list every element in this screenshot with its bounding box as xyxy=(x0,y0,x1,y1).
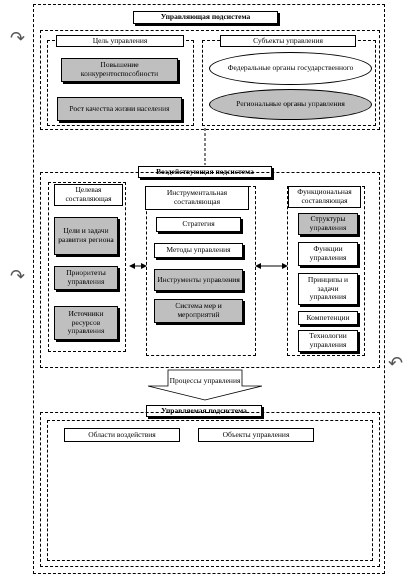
instrumental-item: Стратегия xyxy=(156,217,241,232)
target-title: Целевая составляющая xyxy=(54,184,123,206)
arrow-down-icon xyxy=(147,369,263,401)
functional-item: Компетенции xyxy=(298,311,358,325)
managed-subsystem-frame xyxy=(40,412,380,567)
managed-subsystem-inner xyxy=(47,420,373,561)
processes-label: Процессы управления xyxy=(169,375,241,385)
target-item: Источники ресурсов управления xyxy=(54,306,118,340)
goal-title: Цель управления xyxy=(56,35,184,47)
curl-arrow-icon: ↷ xyxy=(10,266,26,287)
influencing-subsystem-frame xyxy=(40,172,380,368)
curl-arrow-icon: ↷ xyxy=(10,28,26,49)
subjects-title: Субъекты управления xyxy=(220,35,356,47)
instrumental-item: Система мер и мероприятий xyxy=(154,299,243,323)
goal-item: Повышение конкурентоспособности xyxy=(61,58,178,82)
target-group xyxy=(48,182,126,352)
curl-arrow-icon: ↶ xyxy=(388,353,404,374)
target-item: Приоритеты управления xyxy=(54,266,118,290)
management-subsystem-title: Управляющая подсистема xyxy=(133,11,278,24)
management-subsystem-frame xyxy=(40,30,380,130)
outer-frame xyxy=(33,4,385,574)
managed-subsystem-title: Управляемая подсистема xyxy=(146,405,262,417)
instrumental-title: Инструментальная составляющая xyxy=(145,186,249,210)
subject-ellipse: Федеральные органы государственного xyxy=(209,52,372,85)
instrumental-item: Методы управления xyxy=(154,243,243,258)
goal-item: Рост качества жизни населения xyxy=(57,97,182,121)
functional-item: Структуры управления xyxy=(298,213,358,235)
functional-item: Принципы и задачи управления xyxy=(298,273,358,305)
managed-item: Объекты управления xyxy=(198,428,314,442)
target-item: Цели и задачи развития региона xyxy=(54,217,118,255)
managed-item: Области воздействия xyxy=(64,428,180,442)
instrumental-item: Инструменты управления xyxy=(154,269,243,291)
functional-item: Технологии управления xyxy=(298,330,358,352)
functional-item: Функции управления xyxy=(298,242,358,266)
subject-ellipse: Региональные органы управления xyxy=(209,89,372,120)
functional-title: Функциональная составляющая xyxy=(288,186,361,208)
